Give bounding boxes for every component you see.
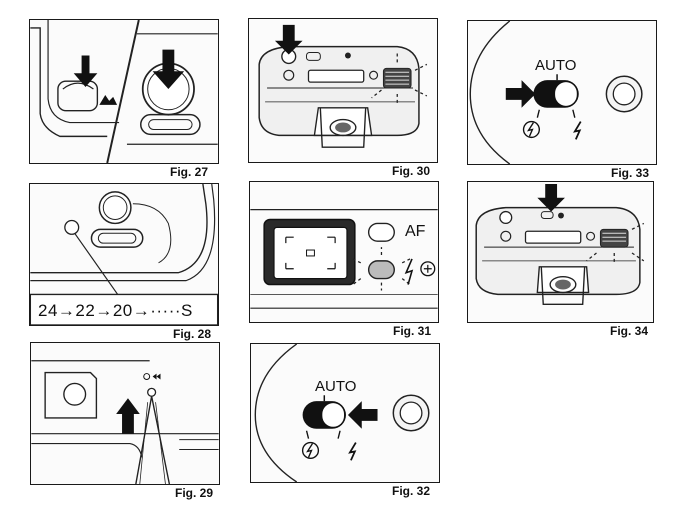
figure-32-caption: Fig. 32 xyxy=(392,484,431,498)
viewfinder-af-indicator-illustration xyxy=(250,209,438,309)
down-arrow-icon xyxy=(73,55,98,88)
figure-33-caption: Fig. 33 xyxy=(611,166,650,180)
right-arrow-icon xyxy=(505,80,536,108)
auto-mode-label: AUTO xyxy=(535,57,577,74)
figure-32: AUTO xyxy=(250,343,440,483)
figure-28: 24→22→20→·····S xyxy=(29,183,219,326)
flash-mode-switch-auto-illustration xyxy=(254,344,430,482)
figure-34-caption: Fig. 34 xyxy=(610,324,649,338)
frame-counter-illustration xyxy=(30,184,218,325)
af-label: AF xyxy=(405,223,426,240)
figure-31-caption: Fig. 31 xyxy=(393,324,432,338)
figure-27-caption: Fig. 27 xyxy=(170,165,209,179)
down-arrow-icon xyxy=(274,24,303,55)
flash-icon xyxy=(404,258,414,285)
rewind-icon xyxy=(143,373,161,380)
down-arrow-icon xyxy=(152,49,185,90)
flash-mode-switch-illustration xyxy=(469,21,643,164)
mountain-icon xyxy=(99,94,118,105)
rewind-button-illustration xyxy=(31,360,219,484)
figure-27 xyxy=(29,19,219,164)
camera-front-flash-illustration xyxy=(258,24,428,148)
auto-mode-label: AUTO xyxy=(315,378,357,395)
figure-29 xyxy=(30,342,220,485)
frame-count-sequence: 24→22→20→·····S xyxy=(38,301,193,320)
figure-29-caption: Fig. 29 xyxy=(175,486,214,500)
flash-off-icon xyxy=(301,441,320,460)
flash-icon xyxy=(348,442,357,461)
down-arrow-icon xyxy=(537,183,565,212)
camera-front-shutter-illustration xyxy=(475,183,645,305)
figure-31: AF xyxy=(249,181,439,323)
figure-34 xyxy=(467,181,654,323)
flash-off-icon xyxy=(522,120,541,139)
up-arrow-icon xyxy=(116,398,140,434)
camera-shutter-illustration xyxy=(30,20,218,163)
figure-30 xyxy=(248,18,438,163)
figure-33: AUTO xyxy=(467,20,657,165)
flash-icon xyxy=(573,121,582,140)
figure-30-caption: Fig. 30 xyxy=(392,164,431,178)
figure-28-caption: Fig. 28 xyxy=(173,327,212,341)
left-arrow-icon xyxy=(347,401,378,429)
